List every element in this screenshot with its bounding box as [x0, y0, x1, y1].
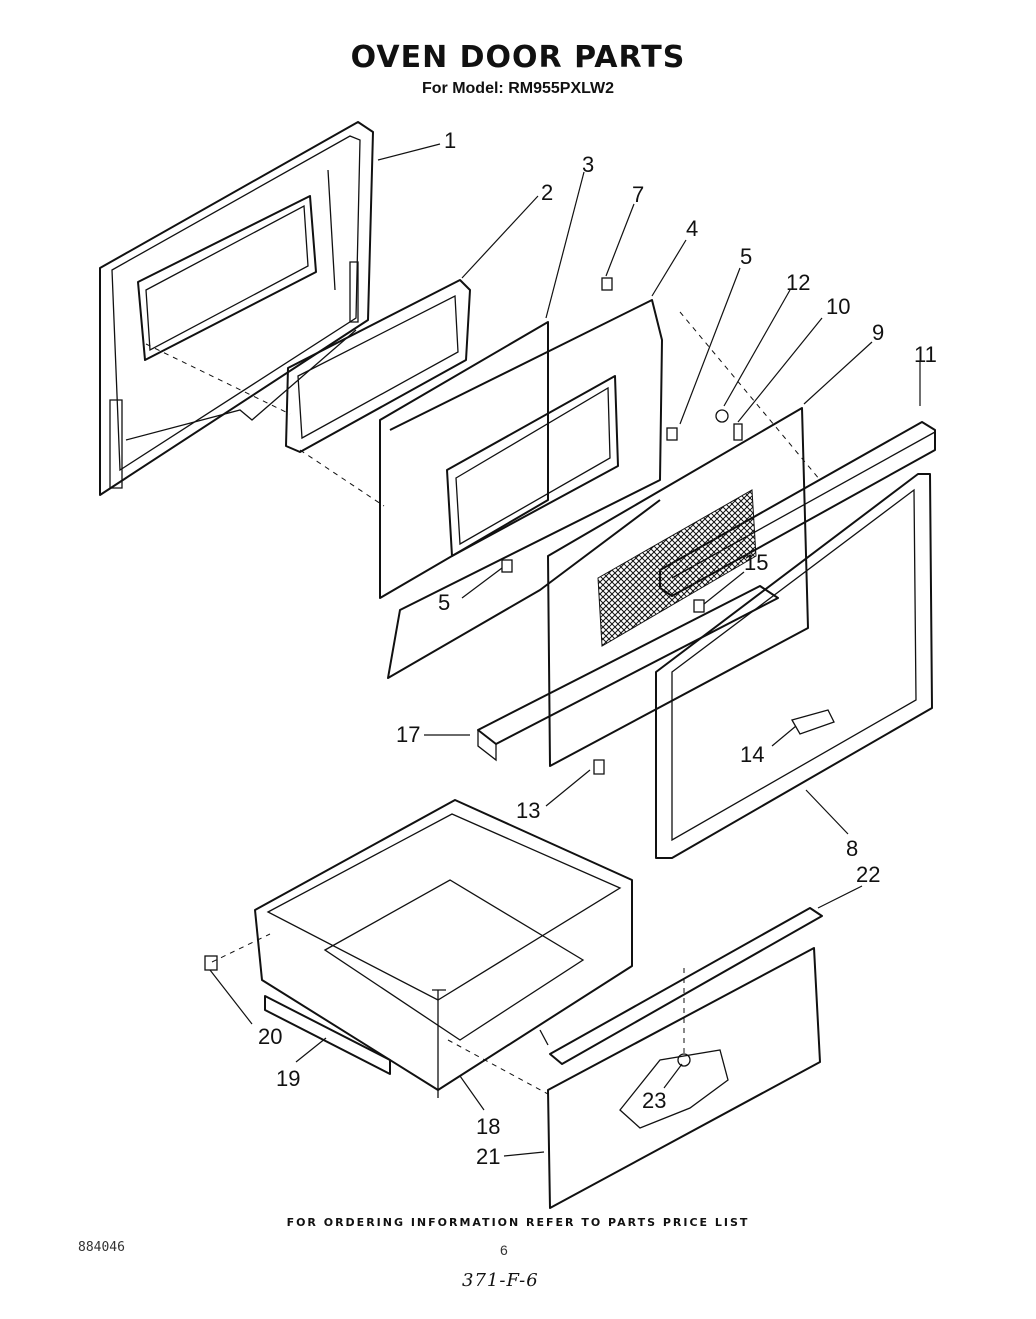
- callout-21: 21: [476, 1144, 500, 1169]
- callout-19: 19: [276, 1066, 300, 1091]
- callout-22: 22: [856, 862, 880, 887]
- callout-10: 10: [826, 294, 850, 319]
- bottom-door-bar: [477, 585, 779, 762]
- callout-13: 13: [516, 798, 540, 823]
- page-title: OVEN DOOR PARTS: [350, 40, 686, 75]
- door-gasket: [285, 279, 471, 453]
- callout-17: 17: [396, 722, 420, 747]
- callout-7: 7: [632, 182, 644, 207]
- ordering-note: FOR ORDERING INFORMATION REFER TO PARTS …: [286, 1216, 750, 1229]
- model-subtitle: For Model: RM955PXLW2: [421, 80, 615, 97]
- callout-11: 11: [914, 342, 937, 367]
- drawer-track: [549, 907, 823, 1065]
- callout-14: 14: [740, 742, 764, 767]
- alignment-lines: [145, 311, 821, 1095]
- inner-glass-panel: [379, 321, 549, 599]
- page-number: 6: [500, 1242, 508, 1258]
- callout-5-top: 5: [740, 244, 752, 269]
- callout-leaders: [209, 143, 921, 1157]
- drawer-rail: [264, 995, 391, 1075]
- document-code: 884046: [78, 1240, 125, 1255]
- callout-5-lower: 5: [438, 590, 450, 615]
- small-clips: [501, 277, 835, 775]
- callout-15: 15: [744, 550, 768, 575]
- callout-18: 18: [476, 1114, 500, 1139]
- callout-numbers: 1 2 3 7 4 5 12 10 9 11 5 15 17 14 13 8 2…: [258, 128, 937, 1169]
- inner-door-liner: [387, 299, 663, 679]
- callout-4: 4: [686, 216, 698, 241]
- callout-2: 2: [541, 180, 553, 205]
- callout-23: 23: [642, 1088, 666, 1113]
- callout-1: 1: [444, 128, 456, 153]
- roller-clip: [204, 955, 218, 971]
- callout-3: 3: [582, 152, 594, 177]
- callout-12: 12: [786, 270, 810, 295]
- outer-door-panel: [99, 121, 374, 496]
- handwritten-reference: 371-F-6: [462, 1270, 539, 1291]
- callout-9: 9: [872, 320, 884, 345]
- callout-8: 8: [846, 836, 858, 861]
- storage-drawer: [254, 799, 633, 1098]
- window-glass-with-mesh: [547, 407, 809, 767]
- door-frame: [655, 473, 933, 859]
- callout-20: 20: [258, 1024, 282, 1049]
- drawer-front-panel: [547, 947, 821, 1209]
- top-trim-bar: [659, 421, 936, 597]
